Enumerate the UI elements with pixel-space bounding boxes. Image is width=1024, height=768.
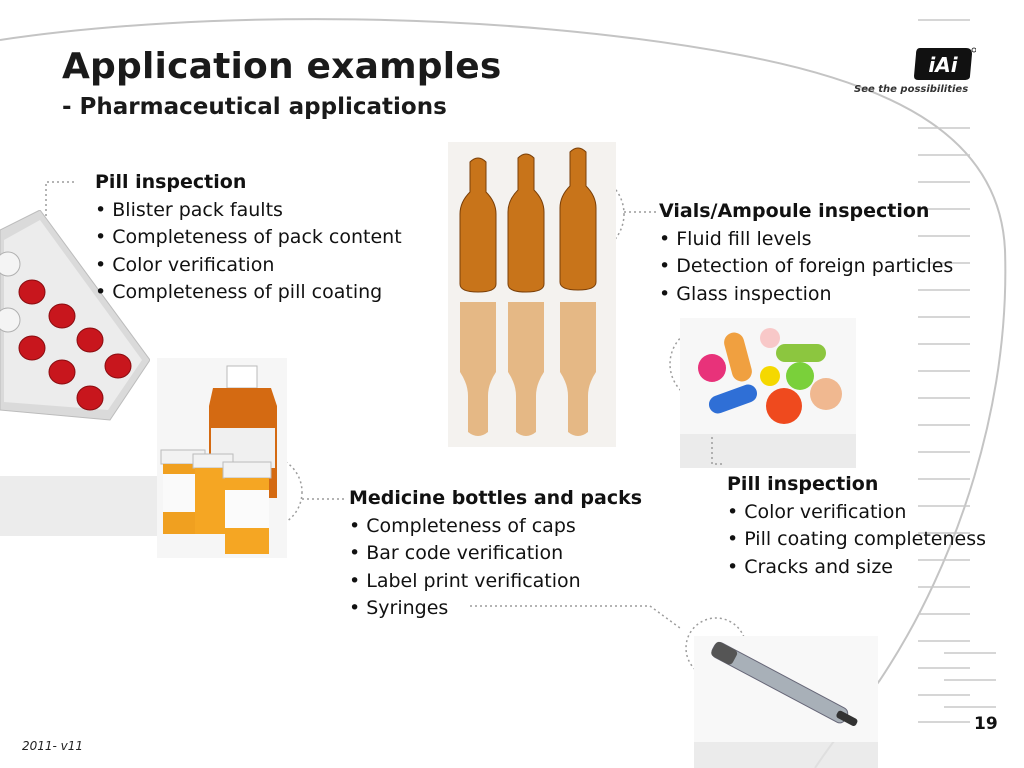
list-item: Blister pack faults	[95, 197, 402, 225]
pill-inspection-2-section: Pill inspection Color verification Pill …	[727, 471, 986, 581]
list-item: Color verification	[727, 499, 986, 527]
brand-tagline: See the possibilities	[854, 84, 969, 95]
list-item: Completeness of pill coating	[95, 279, 402, 307]
page-number: 19	[974, 714, 998, 734]
list-item: Completeness of pack content	[95, 224, 401, 252]
list-item: Cracks and size	[727, 554, 986, 582]
ampoules-photo	[448, 142, 616, 447]
list-item: Color verification	[95, 252, 402, 280]
syringe-pen-photo	[694, 636, 878, 742]
medicine-bottles-section: Medicine bottles and packs Completeness …	[349, 485, 642, 623]
list-item: Pill coating completeness	[727, 526, 986, 554]
section-heading: Pill inspection	[95, 171, 247, 193]
version-label: 2011- v11	[22, 739, 84, 753]
pill-inspection-section: Pill inspection Blister pack faults Comp…	[95, 169, 402, 307]
ruler-ticks	[918, 19, 996, 723]
svg-text:iAi: iAi	[928, 53, 958, 77]
page-title: Application examples	[62, 46, 502, 87]
section-heading: Vials/Ampoule inspection	[659, 200, 930, 222]
blister-pack-photo	[0, 210, 150, 421]
list-item: Glass inspection	[659, 281, 953, 309]
list-item: Label print verification	[349, 568, 642, 596]
list-item: Bar code verification	[349, 540, 642, 568]
list-item: Detection of foreign particles	[659, 253, 953, 281]
medicine-bottles-photo	[157, 358, 287, 558]
page-subtitle: - Pharmaceutical applications	[62, 94, 447, 120]
section-heading: Pill inspection	[727, 473, 879, 495]
jai-logo-icon: iAi	[914, 47, 976, 80]
list-item: Syringes	[349, 595, 642, 623]
colorful-pills-photo	[680, 318, 856, 434]
list-item: Completeness of caps	[349, 513, 642, 541]
section-heading: Medicine bottles and packs	[349, 487, 643, 509]
list-item: Fluid fill levels	[659, 226, 953, 254]
vials-inspection-section: Vials/Ampoule inspection Fluid fill leve…	[659, 198, 953, 308]
